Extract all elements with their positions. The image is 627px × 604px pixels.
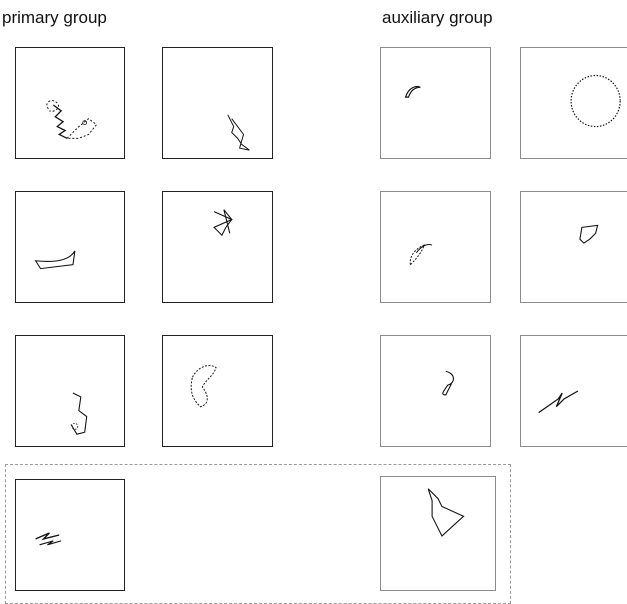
glyph-lightning [35, 532, 62, 546]
auxiliary-panel-1 [380, 47, 491, 159]
glyph-hook [442, 370, 454, 396]
auxiliary-group-title: auxiliary group [382, 8, 493, 27]
glyph-cup-small [579, 224, 599, 244]
glyph-cup [34, 250, 76, 270]
auxiliary-panel-2 [520, 47, 627, 159]
glyph-crossed-lines [538, 390, 579, 414]
auxiliary-panel-3 [380, 191, 491, 303]
glyph-scribble [46, 100, 98, 139]
auxiliary-panel-6 [520, 335, 627, 447]
glyph-ring [570, 74, 621, 128]
primary-panel-7 [15, 479, 125, 591]
glyph-kite [427, 488, 465, 537]
primary-panel-4 [162, 191, 273, 303]
glyph-bowtie [213, 209, 233, 237]
glyph-b-shape [70, 392, 88, 435]
primary-panel-6 [162, 335, 273, 447]
glyph-squiggle [190, 365, 217, 408]
primary-panel-2 [162, 47, 273, 159]
auxiliary-panel-5 [380, 335, 491, 447]
glyph-leaf [409, 244, 433, 266]
auxiliary-panel-7 [380, 476, 496, 591]
auxiliary-panel-4 [520, 191, 627, 303]
primary-panel-3 [15, 191, 125, 303]
primary-group-title: primary group [2, 8, 107, 27]
glyph-tick [404, 86, 421, 98]
glyph-zigzag [227, 114, 250, 151]
primary-panel-5 [15, 335, 125, 447]
primary-panel-1 [15, 47, 125, 159]
